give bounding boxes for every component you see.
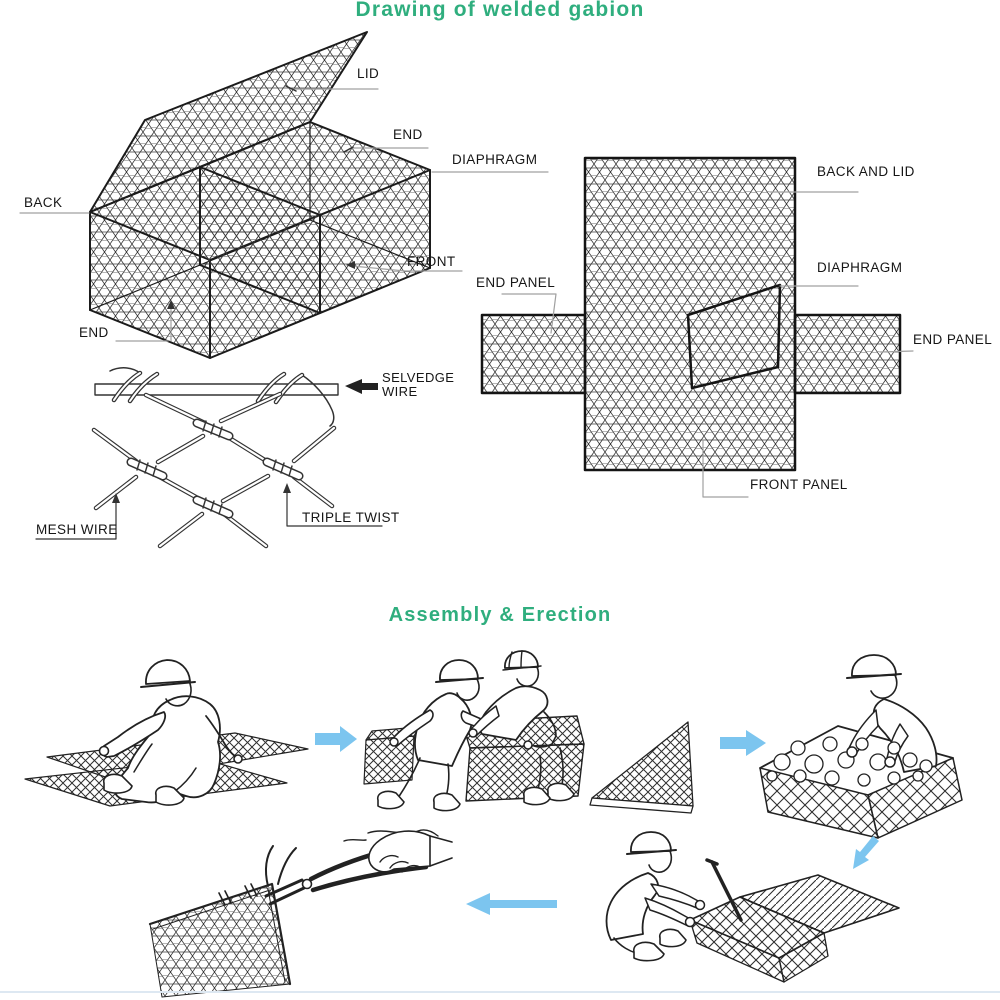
arrow-left-step4-icon bbox=[466, 893, 557, 915]
scene-erect-gabion-box-illustration bbox=[343, 650, 585, 842]
label-mesh-wire: MESH WIRE bbox=[36, 522, 118, 537]
selvedge-pointer-arrow-icon bbox=[345, 379, 378, 394]
label-end-panel-left: END PANEL bbox=[476, 275, 556, 290]
arrow-right-step2-icon bbox=[720, 730, 766, 756]
label-front-panel: FRONT PANEL bbox=[750, 477, 848, 492]
label-front: FRONT bbox=[407, 254, 456, 269]
label-end-bottom: END bbox=[79, 325, 109, 340]
scene-twist-wire-pliers-illustration bbox=[148, 830, 453, 998]
label-end-top: END bbox=[393, 127, 423, 142]
arrow-down-left-step3-icon bbox=[853, 836, 879, 869]
assembly-section-title: Assembly & Erection bbox=[388, 604, 612, 626]
arrow-right-step1-icon bbox=[315, 726, 357, 752]
iso-gabion-box-drawing bbox=[89, 31, 431, 359]
label-selvedge-wire: SELVEDGE WIRE bbox=[382, 370, 455, 399]
scene-fill-gabion-stones-illustration bbox=[759, 654, 963, 839]
label-back-and-lid: BACK AND LID bbox=[817, 164, 915, 179]
label-end-panel-right: END PANEL bbox=[913, 332, 993, 347]
scene-wedge-mesh-panel-illustration bbox=[589, 721, 694, 814]
scene-unfold-flat-mesh-illustration bbox=[24, 659, 309, 807]
wire-mesh-detail-drawing bbox=[35, 367, 383, 549]
drawing-section-title: Drawing of welded gabion bbox=[355, 0, 645, 21]
label-diaphragm-iso: DIAPHRAGM bbox=[452, 152, 538, 167]
label-diaphragm-panel: DIAPHRAGM bbox=[817, 260, 903, 275]
iso-box-leader-lines bbox=[19, 85, 549, 342]
flat-panel-layout-drawing bbox=[480, 156, 902, 472]
flat-panel-leader-lines bbox=[501, 191, 914, 498]
label-lid: LID bbox=[357, 66, 380, 81]
label-triple-twist: TRIPLE TWIST bbox=[302, 510, 400, 525]
label-back: BACK bbox=[24, 195, 63, 210]
scene-close-lid-illustration bbox=[605, 831, 900, 983]
